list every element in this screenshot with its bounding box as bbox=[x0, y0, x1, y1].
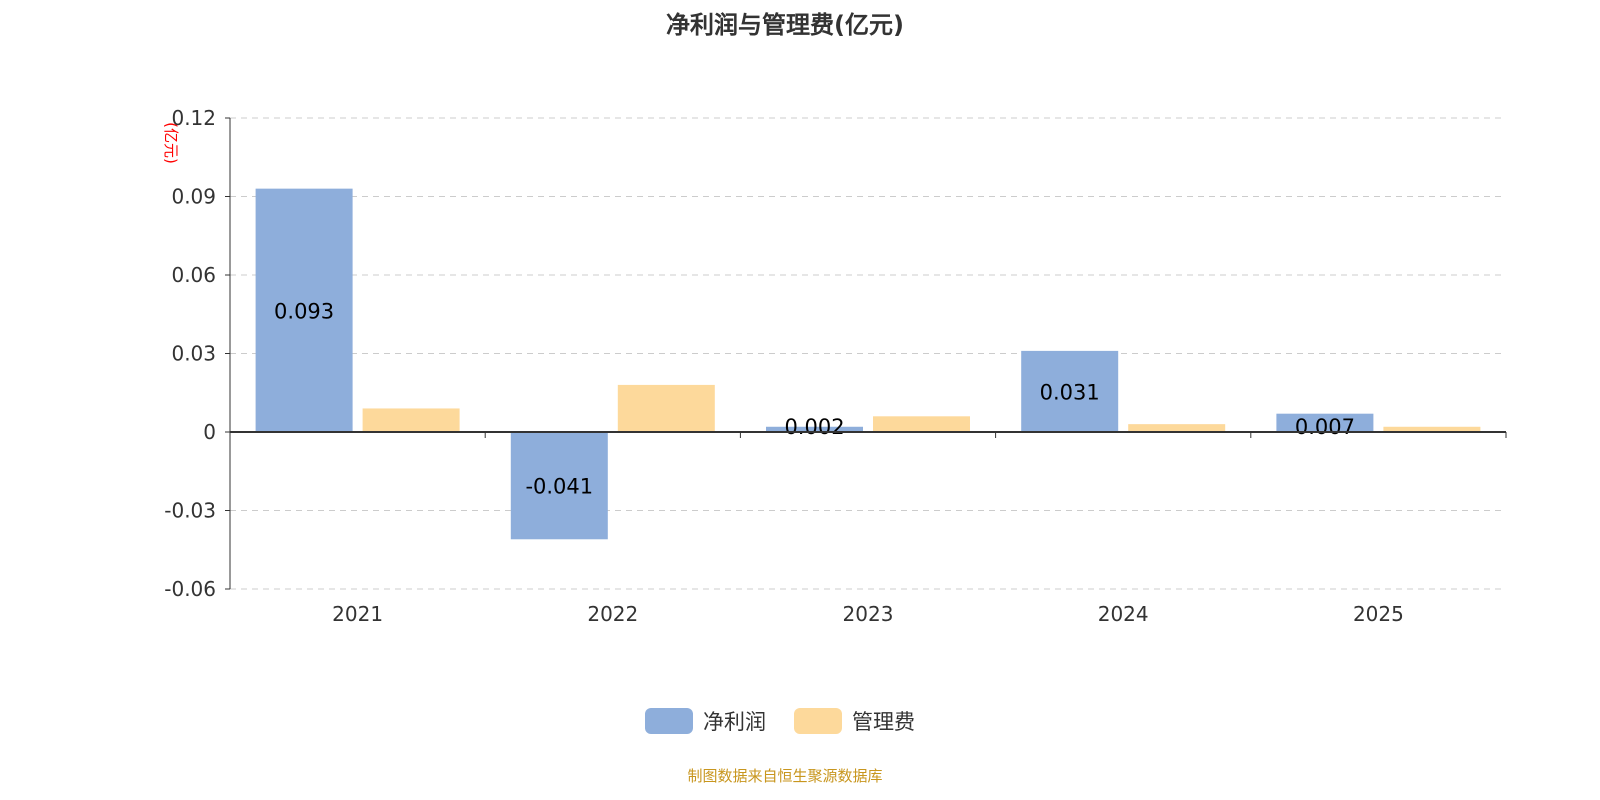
x-tick-label: 2024 bbox=[1098, 602, 1149, 626]
bar-净利润 bbox=[766, 426, 863, 432]
legend-swatch[interactable] bbox=[794, 708, 842, 734]
data-label: 0.031 bbox=[1040, 380, 1100, 404]
data-label: 0.093 bbox=[274, 299, 334, 323]
legend-label[interactable]: 管理费 bbox=[852, 710, 915, 734]
data-label: -0.041 bbox=[525, 475, 593, 499]
bar-净利润 bbox=[1021, 350, 1119, 432]
legend-swatch[interactable] bbox=[645, 708, 693, 734]
y-tick-label: -0.03 bbox=[164, 499, 216, 523]
y-axis-label: (亿元) bbox=[162, 122, 180, 164]
y-tick-label: 0.09 bbox=[171, 185, 216, 209]
bar-管理费 bbox=[1383, 426, 1481, 432]
x-tick-label: 2023 bbox=[843, 602, 894, 626]
bar-净利润 bbox=[1276, 413, 1374, 432]
bar-管理费 bbox=[362, 408, 460, 432]
bar-管理费 bbox=[617, 384, 715, 432]
data-label: 0.002 bbox=[784, 415, 844, 439]
bar-管理费 bbox=[873, 416, 970, 432]
x-tick-label: 2022 bbox=[587, 602, 638, 626]
x-tick-label: 2025 bbox=[1353, 602, 1404, 626]
data-label: 0.007 bbox=[1295, 415, 1355, 439]
y-tick-label: -0.06 bbox=[164, 577, 216, 601]
legend-label[interactable]: 净利润 bbox=[703, 710, 766, 734]
source-note: 制图数据来自恒生聚源数据库 bbox=[687, 767, 882, 785]
chart-title: 净利润与管理费(亿元) bbox=[666, 11, 904, 39]
y-tick-label: 0.03 bbox=[171, 342, 216, 366]
y-tick-label: 0.06 bbox=[171, 263, 216, 287]
bar-净利润 bbox=[510, 432, 608, 540]
y-tick-label: 0.12 bbox=[171, 106, 216, 130]
y-tick-label: 0 bbox=[203, 420, 216, 444]
bar-净利润 bbox=[255, 188, 353, 432]
bar-管理费 bbox=[1128, 424, 1226, 432]
x-tick-label: 2021 bbox=[332, 602, 383, 626]
